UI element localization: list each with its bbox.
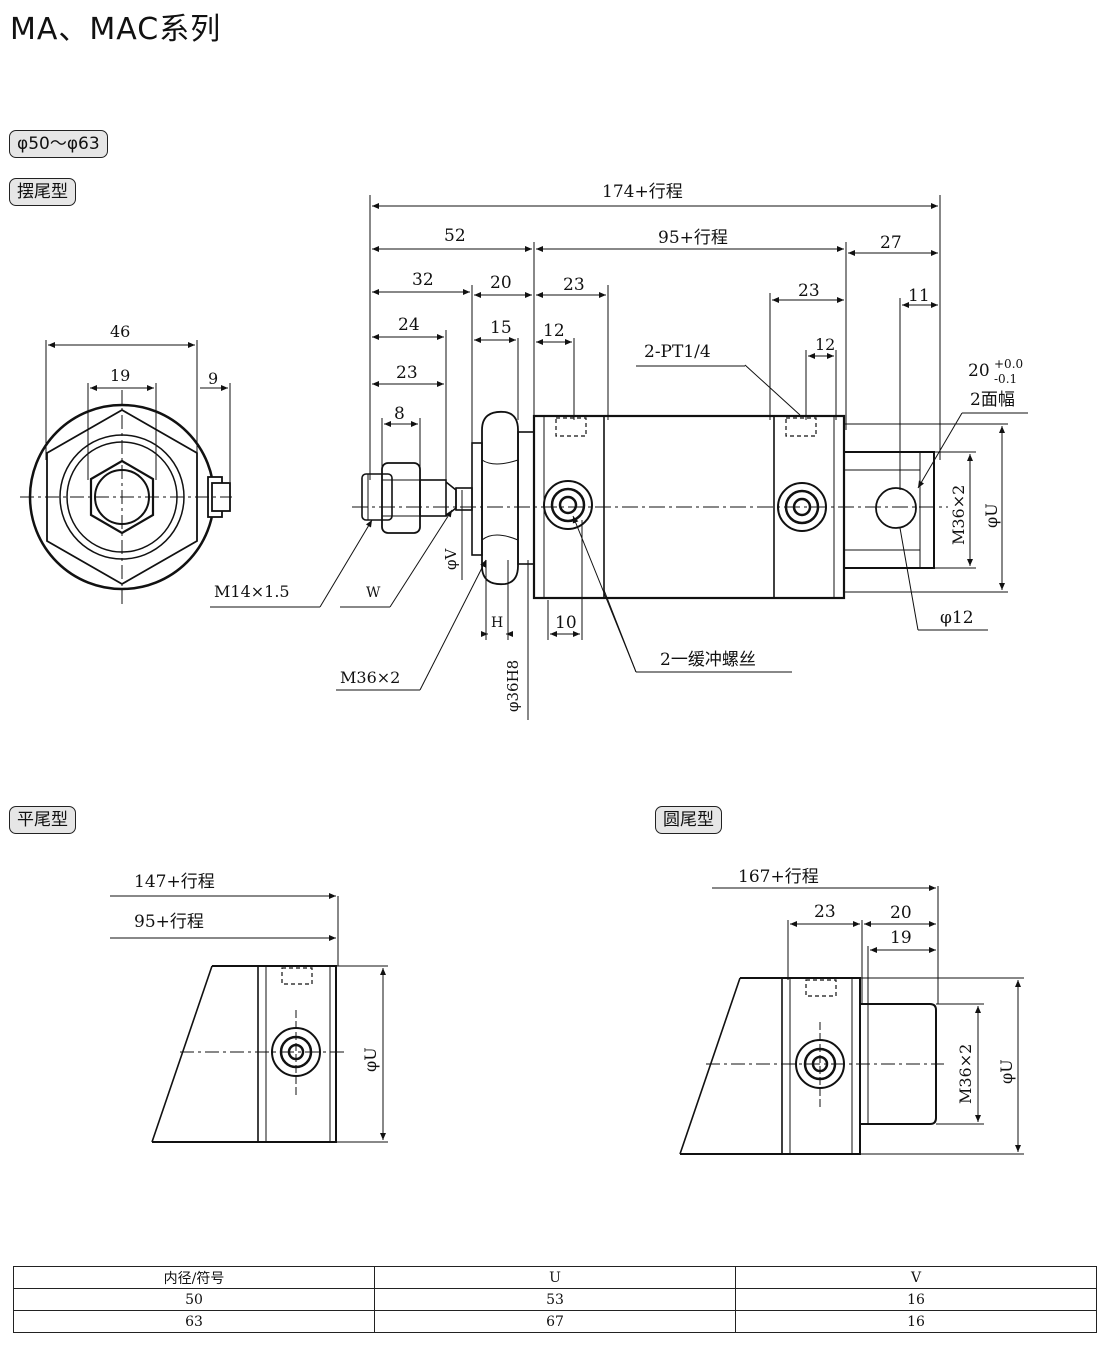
- tol-upper: +0.0: [994, 357, 1023, 371]
- page-title: MA、MAC系列: [10, 12, 222, 47]
- table-row: 50 53 16: [13, 1288, 1097, 1311]
- section-tag-round: 圆尾型: [655, 806, 722, 834]
- dim-23a: 23: [563, 275, 585, 295]
- table-header: V: [735, 1266, 1097, 1289]
- dim-10: 10: [555, 613, 577, 633]
- round-m36: M36×2: [956, 1044, 975, 1104]
- port-label: 2-PT1/4: [644, 342, 711, 362]
- dim-12b: 12: [815, 335, 835, 354]
- table-header: 内径/符号: [13, 1266, 375, 1289]
- table-row: 63 67 16: [13, 1310, 1097, 1333]
- tol-base: 20: [968, 361, 990, 381]
- end-view: [20, 340, 232, 605]
- dim-27: 27: [880, 233, 902, 253]
- dim-32: 32: [412, 270, 434, 290]
- dim-15: 15: [490, 318, 512, 338]
- table-cell: 50: [13, 1288, 375, 1311]
- dim-total: 174+行程: [602, 182, 683, 202]
- dim-20: 20: [490, 273, 512, 293]
- w-label: W: [366, 585, 381, 601]
- section-tag-swing: 摆尾型: [9, 178, 76, 206]
- table-cell: 53: [374, 1288, 736, 1311]
- flats-label: 2面幅: [970, 390, 1015, 410]
- dim-23b: 23: [798, 281, 820, 301]
- dim-52: 52: [444, 226, 466, 246]
- dim-body: 95+行程: [658, 228, 728, 248]
- spec-table: 内径/符号 U V 50 53 16 63 67 16: [13, 1266, 1097, 1333]
- round-tail-view: [679, 885, 1024, 1155]
- swing-dimensions: [210, 195, 1028, 720]
- dim-12a: 12: [543, 321, 565, 341]
- m36-left-label: M36×2: [340, 668, 400, 687]
- section-tag-flat: 平尾型: [9, 806, 76, 834]
- dim-23c: 23: [396, 363, 418, 383]
- dim-24: 24: [398, 315, 420, 335]
- flat-phi-u: φU: [361, 1047, 380, 1072]
- table-cell: 63: [13, 1310, 375, 1333]
- table-header: U: [374, 1266, 736, 1289]
- flat-total: 147+行程: [134, 872, 215, 892]
- swing-cylinder: [352, 410, 948, 600]
- dim-8: 8: [394, 404, 405, 424]
- phi36h8-label: φ36H8: [504, 660, 522, 712]
- m14-label: M14×1.5: [214, 582, 290, 601]
- round-20: 20: [890, 903, 912, 923]
- round-23: 23: [814, 902, 836, 922]
- table-cell: 67: [374, 1310, 736, 1333]
- cushion-label: 2一缓冲螺丝: [660, 650, 756, 670]
- dim-9: 9: [208, 369, 218, 388]
- table-header-row: 内径/符号 U V: [13, 1266, 1097, 1289]
- dim-h1: H: [491, 615, 503, 631]
- round-total: 167+行程: [738, 867, 819, 887]
- phi12-label: φ12: [940, 608, 974, 628]
- table-cell: 16: [735, 1288, 1097, 1311]
- size-range-tag: φ50～φ63: [9, 130, 108, 158]
- dim-46: 46: [110, 322, 130, 341]
- round-phi-u: φU: [997, 1059, 1016, 1084]
- m36-right-label: M36×2: [949, 485, 968, 545]
- flat-body: 95+行程: [134, 912, 204, 932]
- dim-19: 19: [110, 366, 130, 385]
- phi-u-label: φU: [982, 503, 1001, 528]
- table-cell: 16: [735, 1310, 1097, 1333]
- phi-v-label: φV: [442, 547, 460, 570]
- dim-11: 11: [908, 286, 930, 306]
- round-19: 19: [890, 928, 912, 948]
- tol-lower: -0.1: [994, 372, 1017, 386]
- flat-tail-view: [110, 893, 388, 1143]
